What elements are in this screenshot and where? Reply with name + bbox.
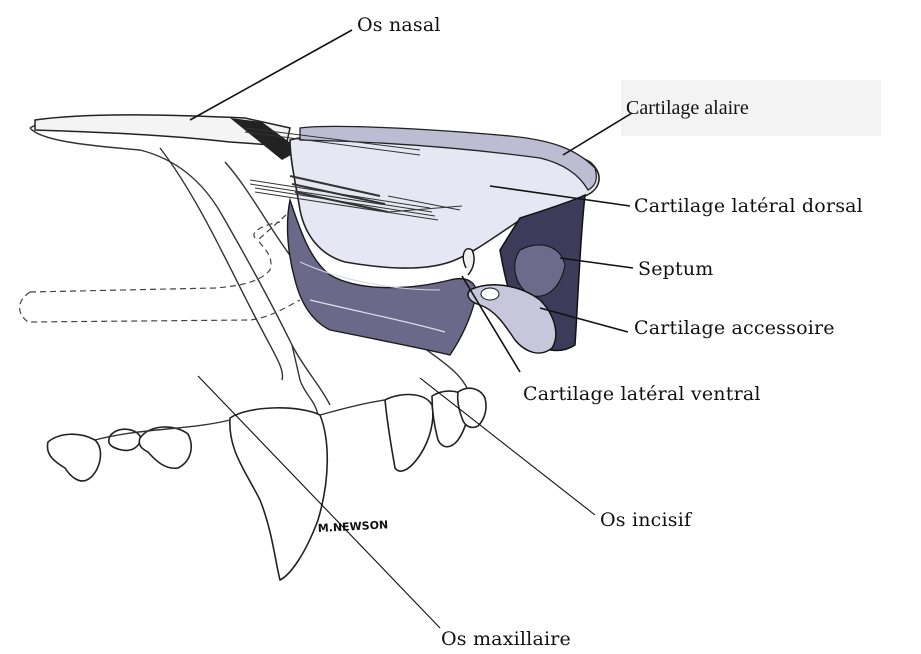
turbinate-dashed-outline (20, 215, 300, 322)
label-septum: Septum (638, 258, 714, 280)
premolar-1 (47, 434, 100, 481)
cartilage-curl (463, 249, 474, 275)
canine (230, 408, 327, 580)
label-cartilage-lateral-dorsal: Cartilage latéral dorsal (634, 195, 863, 217)
leader-cartilage-alaire (563, 113, 632, 155)
teeth (47, 388, 486, 580)
label-os-incisif: Os incisif (600, 509, 691, 531)
nasal-bone (35, 115, 300, 160)
incisor-1 (385, 395, 433, 472)
label-os-maxillaire: Os maxillaire (441, 628, 571, 650)
premolar-3 (139, 427, 191, 468)
label-cartilage-accessoire: Cartilage accessoire (634, 317, 835, 339)
leader-os-nasal (190, 30, 352, 120)
label-cartilage-alaire: Cartilage alaire (626, 97, 749, 120)
label-cartilage-lateral-ventral: Cartilage latéral ventral (523, 383, 761, 405)
artist-signature: M.NEWSON (317, 518, 388, 535)
label-os-nasal: Os nasal (357, 14, 441, 36)
